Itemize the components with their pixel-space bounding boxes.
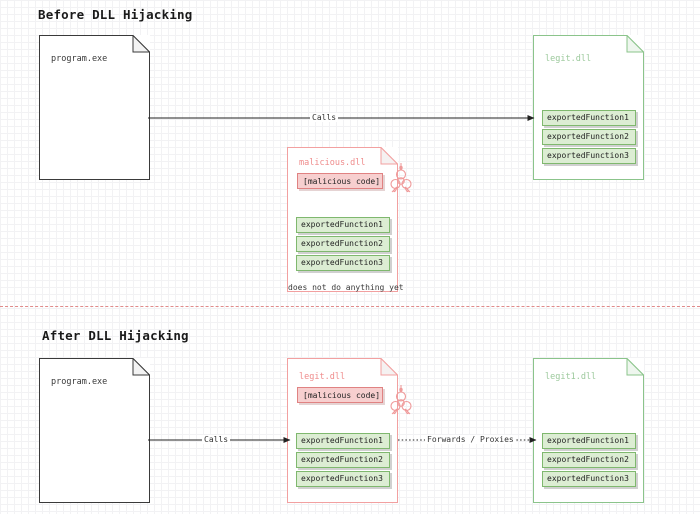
document-label: legit.dll — [545, 54, 592, 64]
after-renamed-legit1-dll-document: legit1.dll exportedFunction1 exportedFun… — [533, 358, 644, 503]
document-label: legit1.dll — [545, 372, 597, 382]
document-label: legit.dll — [299, 372, 346, 382]
before-calls-arrow — [148, 115, 535, 121]
exported-function-list: exportedFunction1 exportedFunction2 expo… — [296, 217, 390, 274]
exported-function-row: exportedFunction1 — [296, 217, 390, 233]
exported-function-row: exportedFunction1 — [542, 433, 636, 449]
exported-function-row: exportedFunction3 — [542, 471, 636, 487]
exported-function-row: exportedFunction2 — [542, 129, 636, 145]
exported-function-list: exportedFunction1 exportedFunction2 expo… — [296, 433, 390, 490]
malicious-code-chip: [malicious code] — [297, 173, 383, 189]
exported-function-row: exportedFunction3 — [296, 471, 390, 487]
before-program-exe-document: program.exe — [39, 35, 150, 180]
exported-function-row: exportedFunction2 — [296, 236, 390, 252]
document-label: malicious.dll — [299, 158, 366, 168]
biohazard-icon — [390, 163, 412, 193]
document-outline — [39, 35, 150, 180]
document-label: program.exe — [51, 377, 108, 387]
exported-function-list: exportedFunction1 exportedFunction2 expo… — [542, 433, 636, 490]
after-calls-label: Calls — [202, 435, 231, 444]
document-outline — [39, 358, 150, 503]
forwards-proxies-label: Forwards / Proxies — [425, 435, 516, 444]
before-legit-dll-document: legit.dll exportedFunction1 exportedFunc… — [533, 35, 644, 180]
exported-function-row: exportedFunction3 — [296, 255, 390, 271]
exported-function-row: exportedFunction2 — [542, 452, 636, 468]
document-label: program.exe — [51, 54, 108, 64]
biohazard-icon — [390, 385, 412, 415]
before-malicious-dll-document: malicious.dll [malicious code] exportedF… — [287, 147, 398, 292]
exported-function-row: exportedFunction2 — [296, 452, 390, 468]
exported-function-list: exportedFunction1 exportedFunction2 expo… — [542, 110, 636, 167]
section-divider — [0, 306, 700, 307]
exported-function-row: exportedFunction3 — [542, 148, 636, 164]
section-title-before: Before DLL Hijacking — [38, 7, 193, 22]
malicious-code-chip: [malicious code] — [297, 387, 383, 403]
exported-function-row: exportedFunction1 — [542, 110, 636, 126]
exported-function-row: exportedFunction1 — [296, 433, 390, 449]
before-calls-label: Calls — [310, 113, 339, 122]
section-title-after: After DLL Hijacking — [42, 328, 189, 343]
after-hijacked-legit-dll-document: legit.dll [malicious code] exportedFunct… — [287, 358, 398, 503]
after-program-exe-document: program.exe — [39, 358, 150, 503]
malicious-dll-caption: does not do anything yet — [288, 283, 404, 292]
